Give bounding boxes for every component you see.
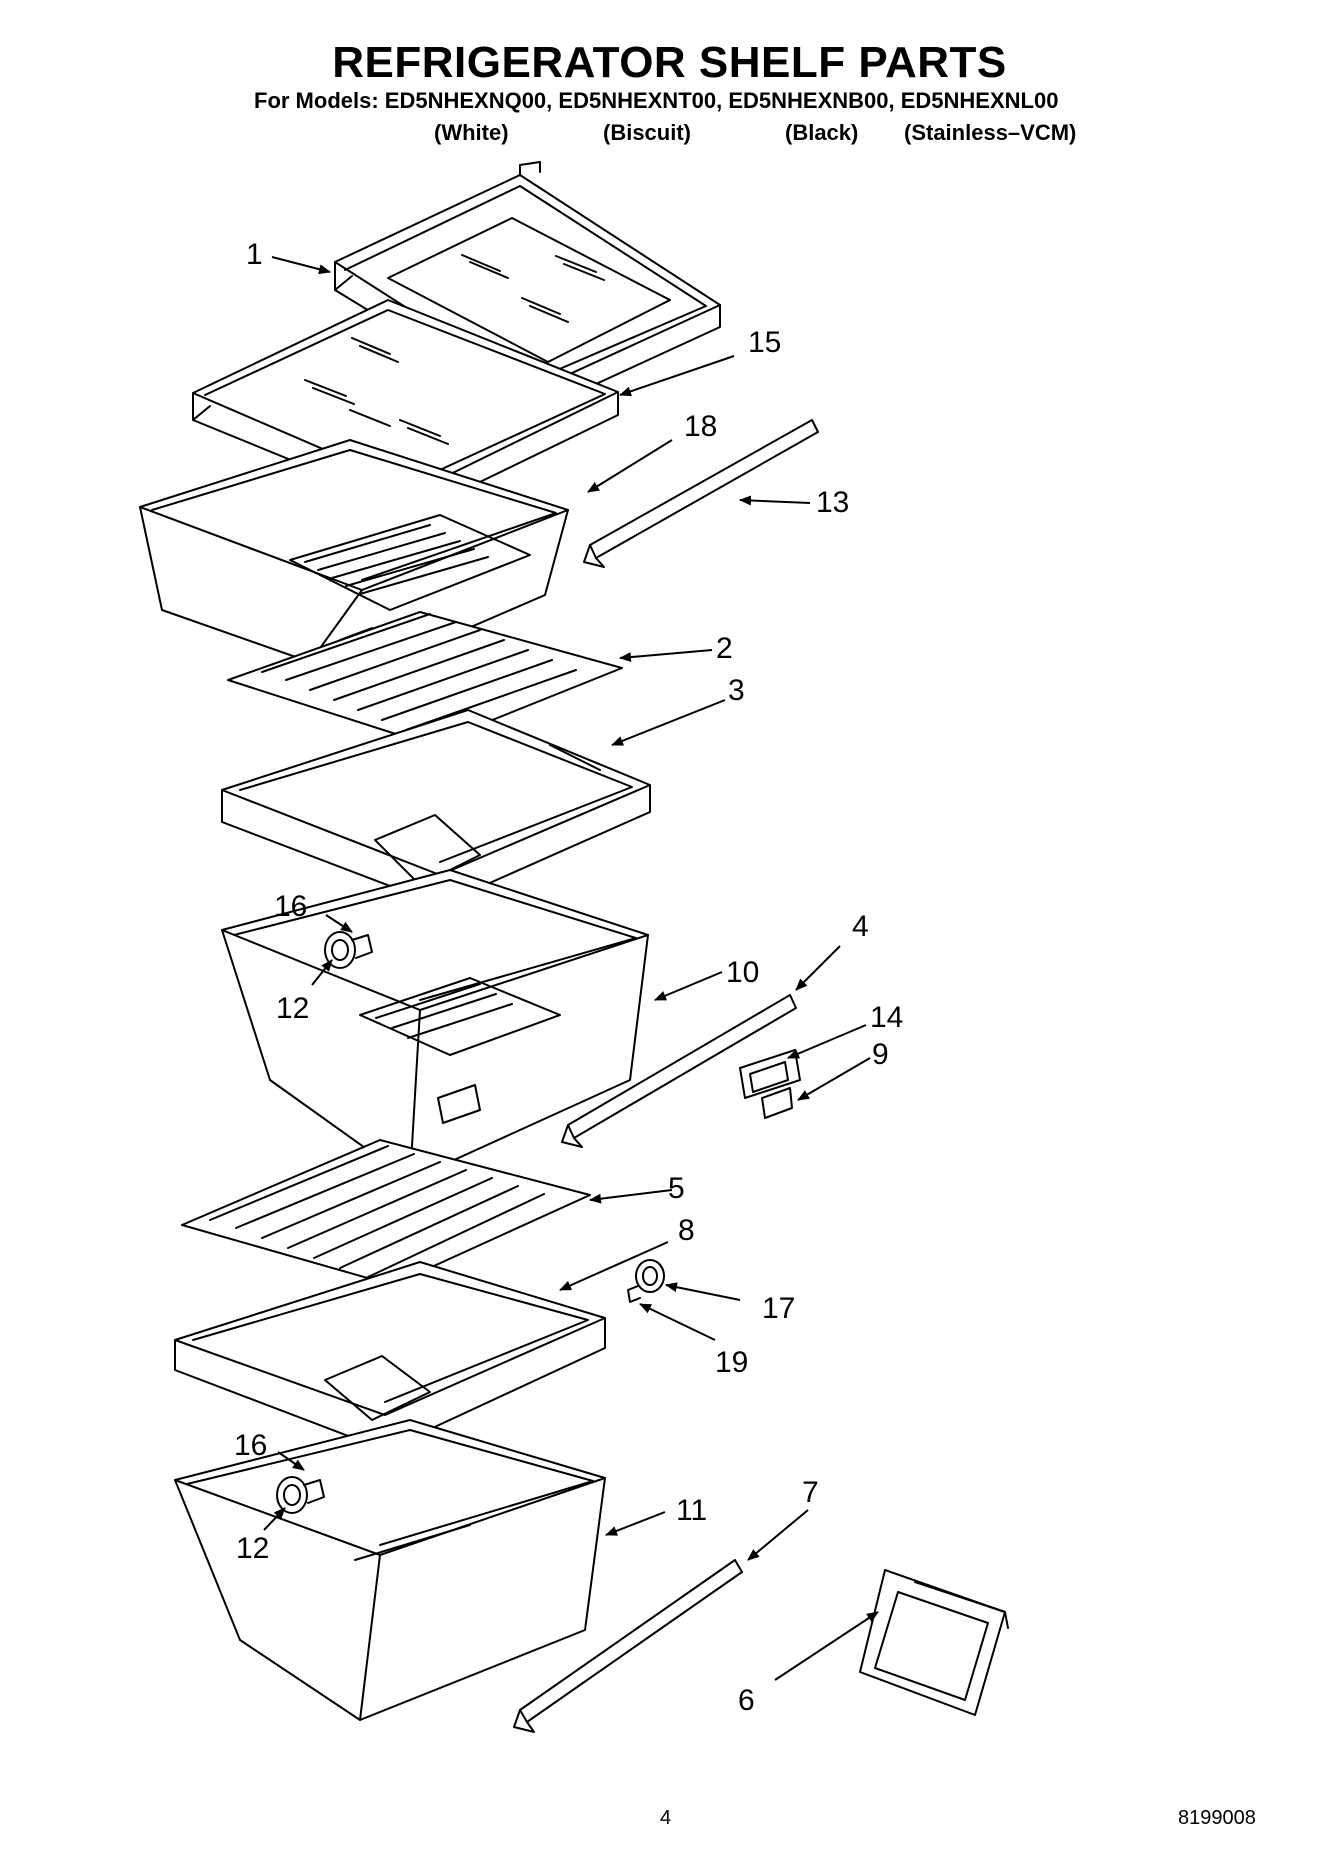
callout-5: 5 <box>668 1172 685 1205</box>
part-11-crisper-drawer <box>174 1419 606 1721</box>
callout-17: 17 <box>762 1292 795 1325</box>
part-4-rail <box>561 994 797 1148</box>
callout-6: 6 <box>738 1684 755 1717</box>
callout-19: 19 <box>715 1346 748 1379</box>
callout-16-upper: 16 <box>274 890 307 923</box>
part-14-9-clips <box>739 1049 801 1119</box>
callout-15: 15 <box>748 326 781 359</box>
color-black: (Black) <box>785 120 859 145</box>
part-8-frame <box>174 1261 606 1451</box>
part-10-crisper-drawer <box>221 869 649 1181</box>
callout-13: 13 <box>816 486 849 519</box>
part-16-12-knob-lower <box>276 1476 325 1514</box>
callout-1: 1 <box>246 238 263 271</box>
callout-12-lower: 12 <box>236 1532 269 1565</box>
callout-11: 11 <box>676 1494 707 1527</box>
part-2-glass-insert <box>227 611 623 746</box>
part-6-bracket <box>859 1569 1009 1716</box>
document-code: 8199008 <box>1178 1807 1256 1829</box>
color-white: (White) <box>434 120 509 145</box>
part-5-glass-insert <box>181 1139 591 1286</box>
part-17-19-knob <box>627 1259 665 1303</box>
part-1-glass-shelf <box>334 161 721 413</box>
callout-7: 7 <box>802 1476 819 1509</box>
callout-10: 10 <box>726 956 759 989</box>
callout-14: 14 <box>870 1001 903 1034</box>
part-13-rail <box>583 419 819 568</box>
part-7-rail <box>513 1559 743 1733</box>
callout-4: 4 <box>852 910 869 943</box>
callout-9: 9 <box>872 1038 889 1071</box>
callout-3: 3 <box>728 674 745 707</box>
callout-16-lower: 16 <box>234 1429 267 1462</box>
page-number: 4 <box>660 1807 672 1829</box>
page-title: REFRIGERATOR SHELF PARTS <box>332 38 1007 87</box>
callout-18: 18 <box>684 410 717 443</box>
part-16-12-knob-upper <box>324 931 373 969</box>
callout-12-upper: 12 <box>276 992 309 1025</box>
color-variants: (White) (Biscuit) (Black) (Stainless–VCM… <box>0 120 1339 148</box>
color-stainless: (Stainless–VCM) <box>904 120 1077 145</box>
color-biscuit: (Biscuit) <box>603 120 691 145</box>
callout-2: 2 <box>716 632 733 665</box>
models-line: For Models: ED5NHEXNQ00, ED5NHEXNT00, ED… <box>254 88 1059 113</box>
callout-8: 8 <box>678 1214 695 1247</box>
